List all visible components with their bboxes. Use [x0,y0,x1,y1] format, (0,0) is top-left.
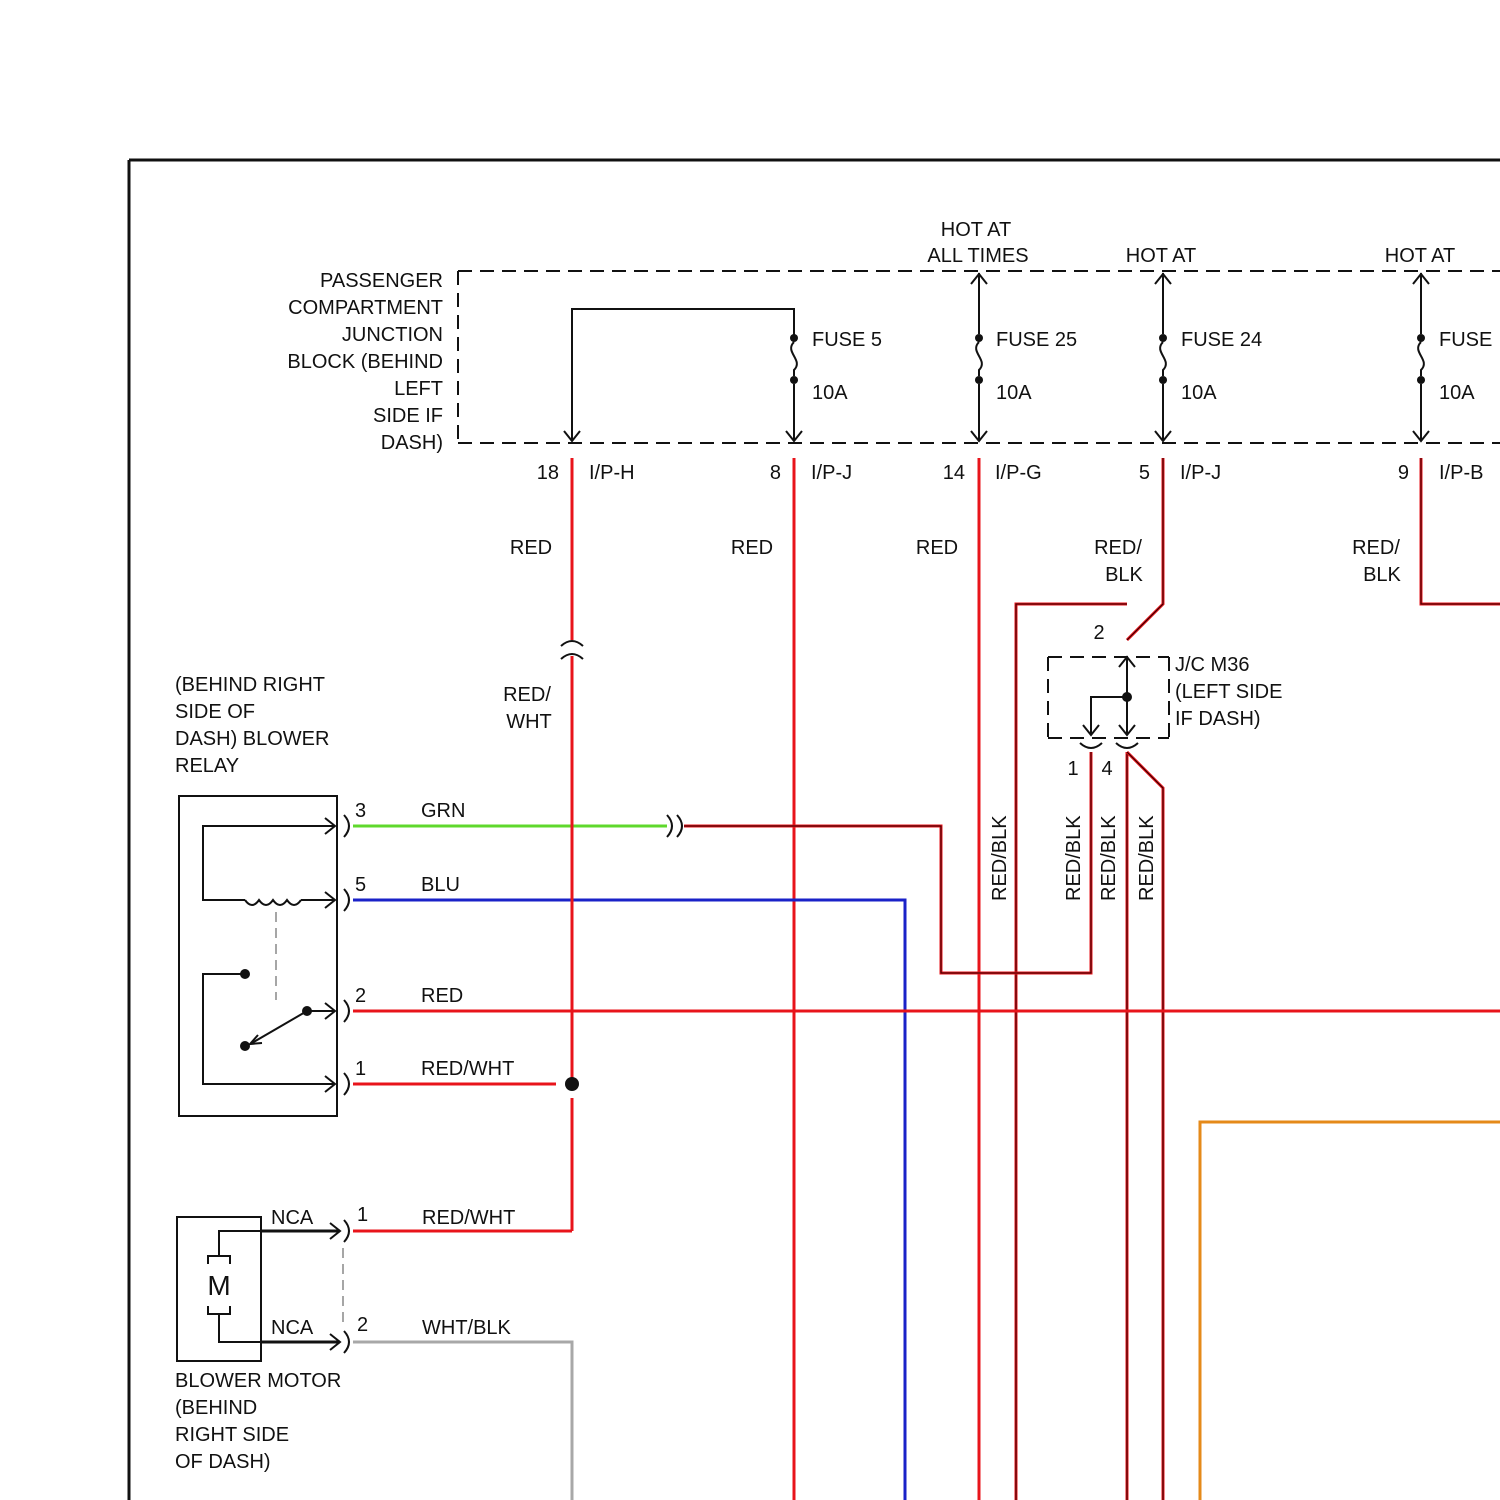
jb-label-line: PASSENGER [320,270,443,292]
motor-pin: 2 [357,1314,368,1336]
fuse-labels: FUSE 5 10A FUSE 25 10A FUSE 24 10A FUSE … [812,329,1492,404]
vertical-wire-labels: RED/BLK RED/BLK RED/BLK RED/BLK [989,815,1158,901]
wire-label: RED [916,537,958,559]
wire-label-vertical: RED/BLK [1136,815,1158,901]
motor-nca: NCA [271,1317,314,1339]
motor-pin: 1 [357,1204,368,1226]
wire-label: RED/ [503,684,551,706]
terminal-pin: 8 [770,462,781,484]
wire-whtblk [353,1342,572,1500]
terminal-pin: 18 [537,462,559,484]
relay-label-line: (BEHIND RIGHT [175,674,325,696]
wire-label: RED/ [1094,537,1142,559]
fuse24-name: FUSE 24 [1181,329,1262,351]
jb-label-line: DASH) [381,432,443,454]
wire-label-vertical: RED/BLK [989,815,1011,901]
fuse25-rating: 10A [996,382,1032,404]
relay-wire-label: RED/WHT [421,1058,514,1080]
motor-pin-labels: NCA 1 RED/WHT NCA 2 WHT/BLK [271,1204,515,1339]
terminal-connector: I/P-G [995,462,1042,484]
fuse24-rating: 10A [1181,382,1217,404]
jc-pin-top: 2 [1093,622,1104,644]
wire-label-vertical: RED/BLK [1098,815,1120,901]
jc-label-line: IF DASH) [1175,708,1261,730]
relay-pin: 1 [355,1058,366,1080]
terminal-pin: 5 [1139,462,1150,484]
blower-motor-label: BLOWER MOTOR (BEHIND RIGHT SIDE OF DASH) [175,1370,341,1473]
motor-label-line: OF DASH) [175,1451,271,1473]
splice-dot [565,1077,579,1091]
hot-at-labels: HOT AT ALL TIMES HOT AT HOT AT [927,219,1455,267]
junction-block-label: PASSENGER COMPARTMENT JUNCTION BLOCK (BE… [287,270,443,454]
jb-label-line: LEFT [394,378,443,400]
hot-label-fuse25-line2: ALL TIMES [927,245,1028,267]
relay-pin: 2 [355,985,366,1007]
motor-wire-label: RED/WHT [422,1207,515,1229]
relay-label-line: SIDE OF [175,701,255,723]
jb-label-line: SIDE IF [373,405,443,427]
hot-label-fuse25-line1: HOT AT [941,219,1011,241]
jc-output-wires [684,752,1163,1500]
wire-label: BLK [1363,564,1401,586]
motor-wire-label: WHT/BLK [422,1317,512,1339]
fuse-right-name: FUSE [1439,329,1492,351]
relay-pin: 3 [355,800,366,822]
wire-label-vertical: RED/BLK [1063,815,1085,901]
relay-wire-label: BLU [421,874,460,896]
wire-label: RED/ [1352,537,1400,559]
fuse5-rating: 10A [812,382,848,404]
relay-pin-labels: 3 GRN 5 BLU 2 RED 1 RED/WHT [355,800,514,1080]
motor-label-line: BLOWER MOTOR [175,1370,341,1392]
terminal-connector: I/P-B [1439,462,1483,484]
blower-motor-symbol [177,1217,343,1361]
wire-pin5-redblk [1016,458,1163,1500]
jc-label-line: J/C M36 [1175,654,1249,676]
wire-color-labels-top: RED RED RED RED/ BLK RED/ BLK RED/ WHT [503,537,1401,733]
grn-inline-connector [667,815,682,837]
terminal-pin: 14 [943,462,965,484]
motor-nca: NCA [271,1207,314,1229]
wire-label: RED [731,537,773,559]
hot-label-fuse24: HOT AT [1126,245,1196,267]
relay-pin: 5 [355,874,366,896]
terminal-pin: 9 [1398,462,1409,484]
wire-label: WHT [506,711,552,733]
wire-pin18-red [353,458,583,1231]
fuse-right-rating: 10A [1439,382,1475,404]
relay-label-line: RELAY [175,755,239,777]
fuse24-symbol [1155,273,1171,441]
motor-label-line: (BEHIND [175,1397,257,1419]
jc-pin-right: 4 [1101,758,1112,780]
blower-relay-label: (BEHIND RIGHT SIDE OF DASH) BLOWER RELAY [175,674,329,777]
jc-pin-left: 1 [1067,758,1078,780]
wire-label: BLK [1105,564,1143,586]
terminal-labels: 18 I/P-H 8 I/P-J 14 I/P-G 5 I/P-J 9 I/P-… [537,462,1484,484]
fuse25-name: FUSE 25 [996,329,1077,351]
relay-wire-label: RED [421,985,463,1007]
motor-connector-arcs [344,1220,349,1353]
hot-label-fuse-right: HOT AT [1385,245,1455,267]
wire-orange [1200,1122,1500,1500]
jb-label-line: BLOCK (BEHIND [287,351,443,373]
relay-label-line: DASH) BLOWER [175,728,329,750]
terminal-connector: I/P-H [589,462,635,484]
jc-m36-box [1048,657,1169,748]
terminal-connector: I/P-J [1180,462,1221,484]
terminal-connector: I/P-J [811,462,852,484]
jb-label-line: JUNCTION [342,324,443,346]
motor-label-line: RIGHT SIDE [175,1424,289,1446]
blower-relay-symbol [179,796,337,1116]
fuse25-symbol [971,273,987,441]
relay-wire-label: GRN [421,800,465,822]
fuse-right-symbol [1413,273,1429,441]
jc-m36-labels: 2 J/C M36 (LEFT SIDE IF DASH) 1 4 [1067,622,1282,780]
wire-label: RED [510,537,552,559]
fuse5-circuit [564,309,802,441]
fuse5-name: FUSE 5 [812,329,882,351]
jb-label-line: COMPARTMENT [288,297,443,319]
relay-connector-arcs [344,815,349,1095]
motor-symbol-m: M [207,1270,230,1301]
jc-label-line: (LEFT SIDE [1175,681,1282,703]
